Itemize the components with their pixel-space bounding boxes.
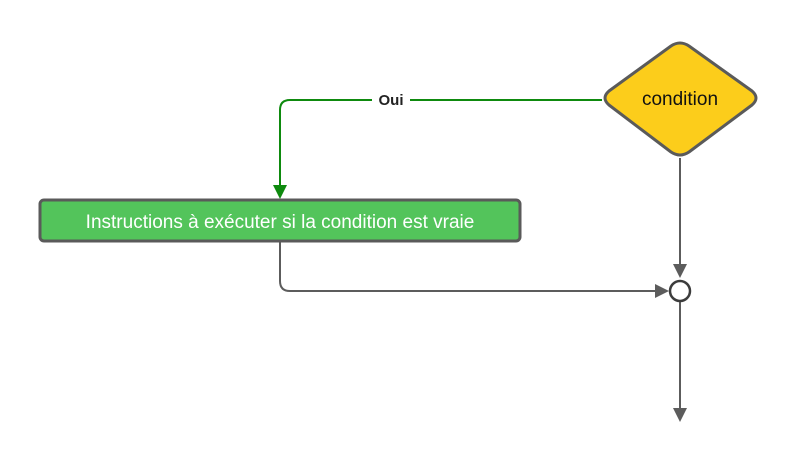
- action-box: [38, 198, 522, 243]
- action-to-merge-connector: [279, 242, 669, 298]
- yes-label: Oui: [379, 92, 404, 109]
- action-label: Instructions à exécuter si la condition …: [86, 212, 475, 233]
- yes-branch-connector: [273, 99, 602, 199]
- yes-label-background: [372, 90, 410, 110]
- decision-diamond: [603, 41, 758, 157]
- decision-label: condition: [642, 89, 718, 110]
- merge-node: [668, 279, 692, 303]
